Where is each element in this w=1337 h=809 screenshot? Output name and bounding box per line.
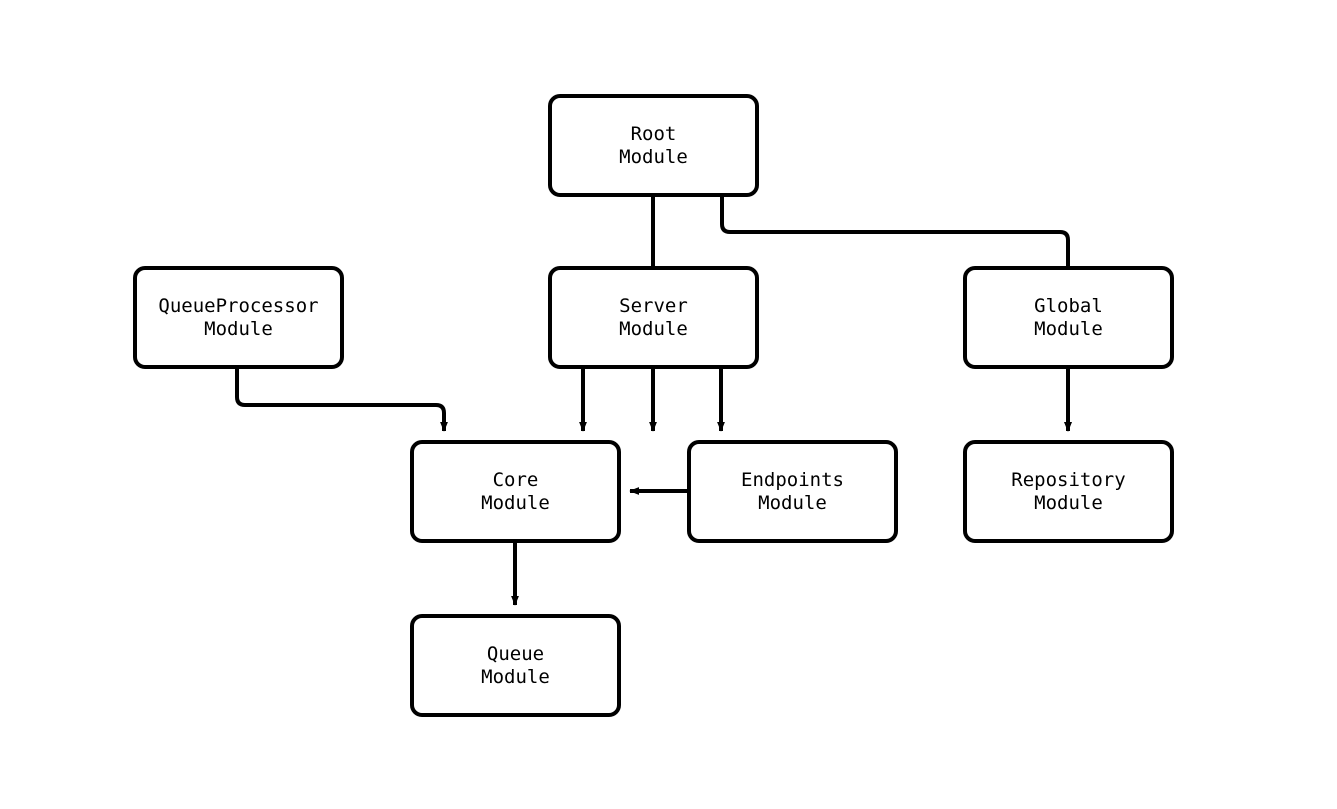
node-repository-module[interactable]: Repository Module: [963, 440, 1174, 543]
node-core-module[interactable]: Core Module: [410, 440, 621, 543]
node-server-module-label: Server Module: [619, 294, 688, 340]
node-root-module-label: Root Module: [619, 122, 688, 168]
edge-root-to-global: [720, 197, 1072, 432]
node-queueprocessor-module[interactable]: QueueProcessor Module: [133, 266, 344, 369]
node-root-module[interactable]: Root Module: [548, 94, 759, 197]
edge-queueprocessor-to-core: [235, 369, 448, 432]
node-repository-module-label: Repository Module: [1011, 468, 1126, 514]
node-queue-module[interactable]: Queue Module: [410, 614, 621, 717]
node-server-module[interactable]: Server Module: [548, 266, 759, 369]
node-queueprocessor-module-label: QueueProcessor Module: [158, 294, 319, 340]
node-queue-module-label: Queue Module: [481, 642, 550, 688]
node-global-module-label: Global Module: [1034, 294, 1103, 340]
node-global-module[interactable]: Global Module: [963, 266, 1174, 369]
node-endpoints-module-label: Endpoints Module: [741, 468, 844, 514]
node-core-module-label: Core Module: [481, 468, 550, 514]
node-endpoints-module[interactable]: Endpoints Module: [687, 440, 898, 543]
